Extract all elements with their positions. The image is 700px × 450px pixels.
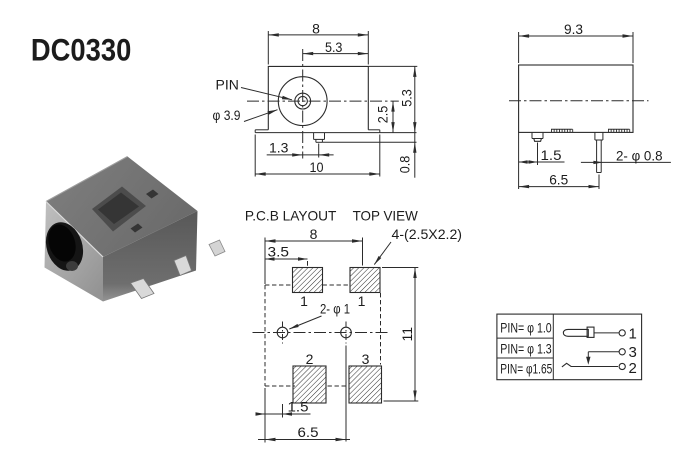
svg-text:DC0330: DC0330 xyxy=(31,33,131,68)
svg-text:10: 10 xyxy=(310,159,324,175)
svg-text:1.5: 1.5 xyxy=(288,399,309,415)
svg-text:1.3: 1.3 xyxy=(269,139,289,155)
svg-text:2- φ 1: 2- φ 1 xyxy=(320,301,350,317)
svg-text:PIN= φ 1.3: PIN= φ 1.3 xyxy=(500,341,552,357)
svg-text:6.5: 6.5 xyxy=(298,424,319,440)
svg-text:PIN= φ 1.0: PIN= φ 1.0 xyxy=(500,320,552,336)
svg-text:11: 11 xyxy=(399,327,415,342)
svg-text:0.8: 0.8 xyxy=(397,156,413,174)
svg-text:3: 3 xyxy=(629,344,637,361)
svg-text:6.5: 6.5 xyxy=(549,172,568,188)
svg-text:1: 1 xyxy=(300,293,308,309)
svg-text:TOP VIEW: TOP VIEW xyxy=(353,208,419,224)
svg-text:1: 1 xyxy=(358,293,366,309)
svg-text:9.3: 9.3 xyxy=(564,21,583,37)
svg-text:5.3: 5.3 xyxy=(399,89,415,107)
svg-text:5.3: 5.3 xyxy=(325,39,343,55)
svg-text:2- φ 0.8: 2- φ 0.8 xyxy=(616,147,663,163)
svg-text:1.5: 1.5 xyxy=(541,147,562,163)
svg-text:P.C.B LAYOUT: P.C.B LAYOUT xyxy=(245,208,337,224)
svg-text:1: 1 xyxy=(629,326,637,343)
svg-text:4-(2.5X2.2): 4-(2.5X2.2) xyxy=(392,226,463,242)
svg-text:2.5: 2.5 xyxy=(375,106,391,124)
svg-text:2: 2 xyxy=(629,360,637,377)
svg-text:φ 3.9: φ 3.9 xyxy=(213,107,241,123)
svg-text:PIN: PIN xyxy=(216,77,239,93)
svg-text:8: 8 xyxy=(310,226,318,242)
svg-text:PIN= φ1.65: PIN= φ1.65 xyxy=(500,361,552,377)
svg-text:8: 8 xyxy=(312,20,320,36)
svg-text:3: 3 xyxy=(362,351,370,367)
svg-text:2: 2 xyxy=(306,351,314,367)
svg-text:3.5: 3.5 xyxy=(268,244,290,260)
